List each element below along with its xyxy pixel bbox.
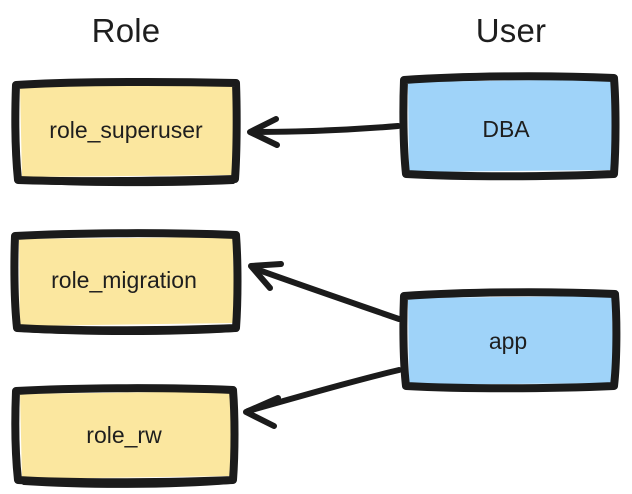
node-dba[interactable] xyxy=(399,72,620,181)
edge-dba-to-role-superuser-line xyxy=(249,123,401,135)
column-header-role: Role xyxy=(91,12,161,49)
node-role-superuser-outline-2 xyxy=(18,179,235,187)
edge-app-to-role-rw[interactable] xyxy=(243,367,402,429)
edge-dba-to-role-superuser-arrowhead xyxy=(247,116,280,148)
node-role-migration-outline-2 xyxy=(20,328,236,335)
edge-dba-to-role-superuser[interactable] xyxy=(247,116,401,148)
node-role-rw[interactable] xyxy=(11,384,239,488)
node-role-rw-outline xyxy=(11,384,239,487)
node-role-rw-outline-2 xyxy=(22,480,232,488)
node-role-superuser-outline xyxy=(11,77,241,186)
node-dba-outline xyxy=(399,72,620,181)
node-app-fill xyxy=(408,296,613,385)
edge-app-to-role-rw-arrowhead xyxy=(243,395,281,429)
column-header-user: User xyxy=(475,12,547,49)
node-role-migration[interactable] xyxy=(10,229,242,335)
edge-app-to-role-rw-line xyxy=(245,367,402,414)
edge-app-to-role-migration-arrowhead xyxy=(248,261,284,291)
node-app[interactable] xyxy=(399,288,621,393)
node-role-superuser[interactable] xyxy=(11,77,241,187)
node-role-migration-outline xyxy=(10,229,242,335)
node-role-migration-fill xyxy=(19,237,234,326)
node-role-rw-fill xyxy=(20,391,232,479)
edge-app-to-role-migration-line xyxy=(250,265,402,322)
node-role-superuser-fill xyxy=(20,84,234,177)
node-app-outline xyxy=(399,288,621,393)
edge-app-to-role-migration[interactable] xyxy=(248,261,402,322)
node-dba-fill xyxy=(408,79,613,172)
